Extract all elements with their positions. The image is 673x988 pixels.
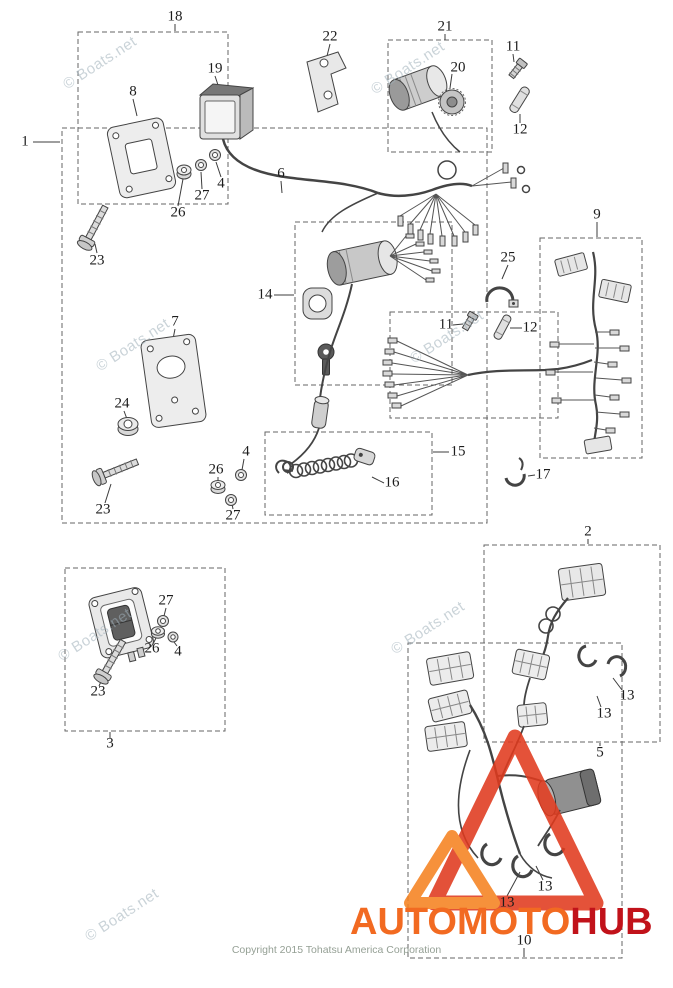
part-24-flange-nut — [117, 417, 139, 436]
part-6-wire-harness — [321, 160, 531, 247]
group-box-9 — [539, 237, 643, 459]
part-3-switch-panel — [88, 587, 154, 663]
part-13-clamp-a — [577, 644, 598, 668]
part-callout-22: 22 — [322, 28, 338, 45]
part-callout-27: 27 — [194, 187, 210, 204]
group-box-1 — [61, 127, 488, 524]
part-27-nut-top — [195, 159, 207, 171]
part-11-screw-top — [508, 57, 528, 80]
part-4-nut-top — [209, 149, 221, 161]
part-callout-9: 9 — [593, 206, 601, 223]
part-12-pin-top — [509, 86, 530, 113]
group-box-10 — [407, 642, 623, 959]
part-callout-7: 7 — [171, 313, 179, 330]
part-callout-4: 4 — [174, 643, 182, 660]
automotohub-logo-text: AUTOMOTOHUB — [350, 901, 653, 944]
part-callout-26: 26 — [170, 204, 186, 221]
part-13-clamp-e — [543, 832, 566, 857]
part-4-nut-bottom — [167, 631, 179, 643]
part-callout-2: 2 — [584, 523, 592, 540]
copyright-text: Copyright 2015 Tohatsu America Corporati… — [231, 944, 442, 956]
part-25-clamp — [485, 286, 519, 308]
part-26-flange-nut-mid — [210, 480, 226, 494]
part-12-pin-mid — [493, 314, 512, 340]
part-callout-17: 17 — [535, 466, 551, 483]
group-box-15 — [264, 431, 433, 516]
part-callout-27: 27 — [158, 592, 174, 609]
cable-19-to-harness — [221, 138, 379, 195]
automotohub-logo-icon — [404, 729, 604, 911]
group-box-2 — [483, 544, 661, 743]
part-callout-1: 1 — [21, 133, 29, 150]
part-23-screw-top — [76, 204, 109, 251]
part-callout-26: 26 — [144, 640, 160, 657]
part-callout-14: 14 — [257, 286, 273, 303]
part-11-screw-mid — [461, 310, 479, 332]
part-2-harness-assembly — [499, 562, 628, 783]
part-callout-25: 25 — [500, 249, 516, 266]
part-callout-13: 13 — [537, 878, 553, 895]
logo-text-secondary: HUB — [570, 901, 653, 943]
part-9-wiring-harness — [545, 251, 632, 455]
part-23-screw-mid — [91, 458, 140, 487]
part-callout-13: 13 — [619, 687, 635, 704]
part-callout-20: 20 — [450, 59, 466, 76]
harness-terminal-fan — [382, 337, 593, 409]
part-callout-6: 6 — [277, 165, 285, 182]
part-callout-27: 27 — [225, 507, 241, 524]
part-callout-23: 23 — [89, 252, 105, 269]
part-callout-4: 4 — [217, 175, 225, 192]
part-callout-13: 13 — [596, 705, 612, 722]
part-22-bracket — [306, 51, 347, 113]
part-4-nut-mid — [235, 469, 247, 481]
part-callout-8: 8 — [129, 83, 137, 100]
group-box-3 — [64, 567, 226, 732]
part-callout-15: 15 — [450, 443, 466, 460]
part-callout-12: 12 — [512, 121, 528, 138]
part-19-switch-box — [198, 83, 255, 140]
part-callout-10: 10 — [516, 932, 532, 949]
part-callout-16: 16 — [384, 474, 400, 491]
group-box-21 — [387, 39, 493, 153]
part-callout-23: 23 — [90, 683, 106, 700]
part-17-clip — [504, 457, 526, 487]
part-13-clamp-d — [511, 854, 534, 879]
part-13-clamp-c — [480, 842, 503, 867]
part-23-screw-bottom — [93, 638, 127, 685]
part-callout-23: 23 — [95, 501, 111, 518]
logo-text-primary: AUTOMOTO — [350, 901, 571, 943]
part-callout-24: 24 — [114, 395, 130, 412]
part-callout-11: 11 — [438, 316, 454, 333]
part-14-key-switch-assembly — [282, 233, 441, 473]
part-callout-4: 4 — [242, 443, 250, 460]
part-26-flange-nut-top — [176, 164, 192, 180]
part-26-flange-nut-bottom — [151, 626, 165, 639]
group-box-connectors — [389, 311, 559, 419]
part-callout-18: 18 — [167, 8, 183, 25]
key-icon — [317, 343, 335, 376]
part-callout-26: 26 — [208, 461, 224, 478]
part-callout-21: 21 — [437, 18, 453, 35]
part-callout-13: 13 — [499, 894, 515, 911]
part-13-clamp-b — [606, 655, 628, 678]
part-callout-3: 3 — [106, 735, 114, 752]
part-16-lanyard — [275, 447, 376, 479]
part-callout-12: 12 — [522, 319, 538, 336]
part-callout-19: 19 — [207, 60, 223, 77]
part-27-nut-bottom — [157, 615, 169, 627]
part-callout-5: 5 — [596, 744, 604, 761]
part-7-mounting-plate — [140, 333, 207, 428]
part-callout-11: 11 — [505, 38, 521, 55]
part-8-mounting-plate — [106, 117, 177, 199]
part-20-ignition-switch — [388, 65, 466, 153]
part-27-nut-mid — [225, 494, 237, 506]
